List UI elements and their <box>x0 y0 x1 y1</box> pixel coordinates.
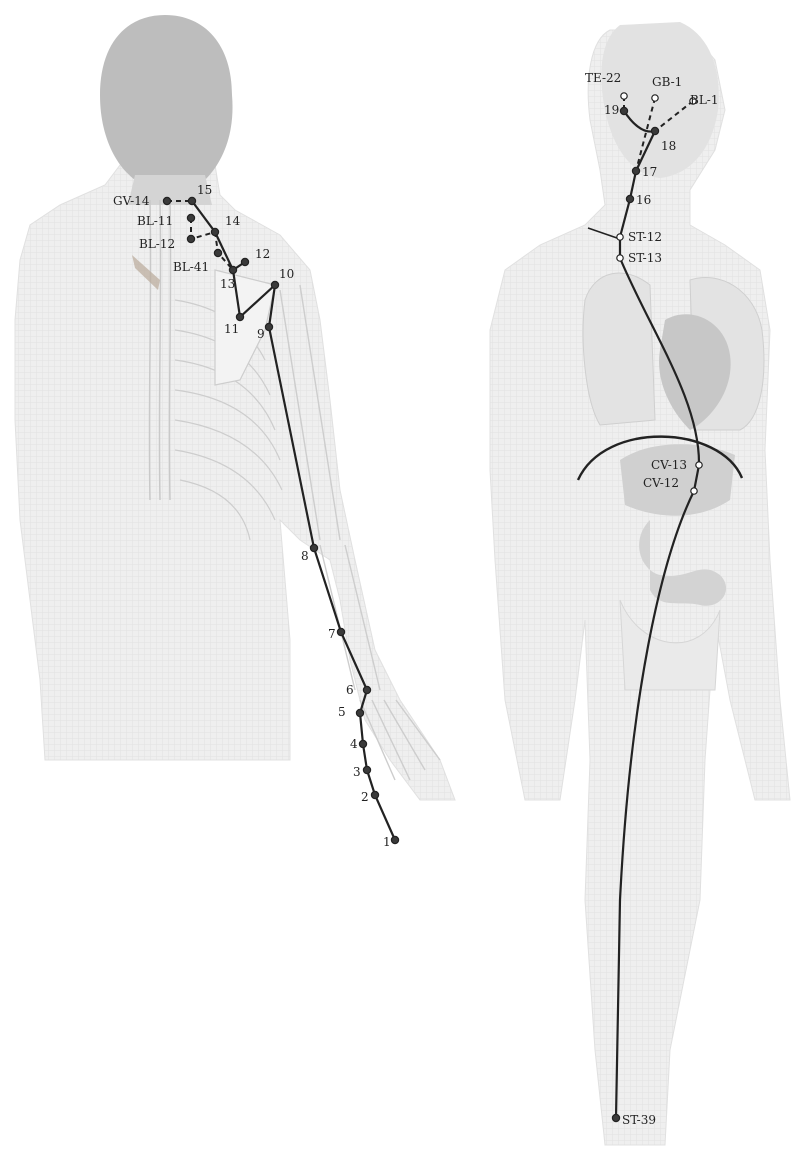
acupoint-11 <box>236 313 243 320</box>
acupoint-label-6: 6 <box>346 683 354 697</box>
acupoint-label-15: 15 <box>197 183 212 197</box>
acupoint-label-9: 9 <box>257 327 265 341</box>
acupoint-12 <box>241 258 248 265</box>
acupoint-label-st39: ST-39 <box>622 1113 656 1127</box>
acupoint-19 <box>620 107 627 114</box>
acupoint-label-14: 14 <box>225 214 241 228</box>
acupoint-2 <box>371 791 378 798</box>
acupoint-16 <box>626 195 633 202</box>
acupoint-label-13: 13 <box>220 277 235 291</box>
acupoint-6 <box>363 686 370 693</box>
back-body-silhouette <box>15 165 455 800</box>
acupoint-label-11: 11 <box>224 322 239 336</box>
acupoint-17 <box>632 167 639 174</box>
acupoint-label-5: 5 <box>338 705 346 719</box>
acupoint-bl12 <box>187 235 194 242</box>
acupoint-8 <box>310 544 317 551</box>
acupoint-label-cv12: CV-12 <box>643 476 679 490</box>
acupoint-gb1 <box>652 95 658 101</box>
acupoint-14 <box>211 228 218 235</box>
acupoint-cv13 <box>696 462 702 468</box>
acupoint-9 <box>265 323 272 330</box>
acupoint-label-st13: ST-13 <box>628 251 662 265</box>
acupoint-label-gv14: GV-14 <box>113 194 150 208</box>
acupoint-label-bl11: BL-11 <box>137 214 173 228</box>
back-figure <box>15 15 455 800</box>
back-head <box>100 15 233 180</box>
acupoint-label-12: 12 <box>255 247 270 261</box>
acupoint-bl41 <box>214 249 221 256</box>
acupoint-gv14 <box>163 197 170 204</box>
acupoint-st13 <box>617 255 623 261</box>
acupoint-label-4: 4 <box>350 737 358 751</box>
acupoint-cv12 <box>691 488 697 494</box>
acupoint-label-2: 2 <box>361 790 369 804</box>
front-figure <box>490 22 790 1145</box>
acupoint-label-te22: TE-22 <box>585 71 621 85</box>
acupoint-13 <box>229 266 236 273</box>
acupoint-label-1: 1 <box>383 835 391 849</box>
acupoint-label-7: 7 <box>328 627 336 641</box>
acupoint-label-10: 10 <box>279 267 294 281</box>
acupoint-label-st12: ST-12 <box>628 230 662 244</box>
acupoint-st39 <box>612 1114 619 1121</box>
acupoint-label-18: 18 <box>661 139 676 153</box>
acupoint-label-16: 16 <box>636 193 651 207</box>
acupoint-label-bl1: BL-1 <box>690 93 718 107</box>
acupoint-bl11 <box>187 214 194 221</box>
acupoint-label-bl12: BL-12 <box>139 237 175 251</box>
acupoint-15 <box>188 197 195 204</box>
acupoint-3 <box>363 766 370 773</box>
acupoint-label-cv13: CV-13 <box>651 458 687 472</box>
acupoint-te22 <box>621 93 627 99</box>
acupoint-st12 <box>617 234 623 240</box>
acupoint-7 <box>337 628 344 635</box>
acupoint-label-19: 19 <box>604 103 619 117</box>
acupoint-10 <box>271 281 278 288</box>
acupoint-label-gb1: GB-1 <box>652 75 682 89</box>
acupoint-label-17: 17 <box>642 165 657 179</box>
acupoint-label-3: 3 <box>353 765 361 779</box>
acupoint-5 <box>356 709 363 716</box>
acupoint-4 <box>359 740 366 747</box>
acupoint-label-8: 8 <box>301 549 309 563</box>
acupoint-label-bl41: BL-41 <box>173 260 209 274</box>
acupoint-18 <box>651 127 658 134</box>
acupoint-1 <box>391 836 398 843</box>
